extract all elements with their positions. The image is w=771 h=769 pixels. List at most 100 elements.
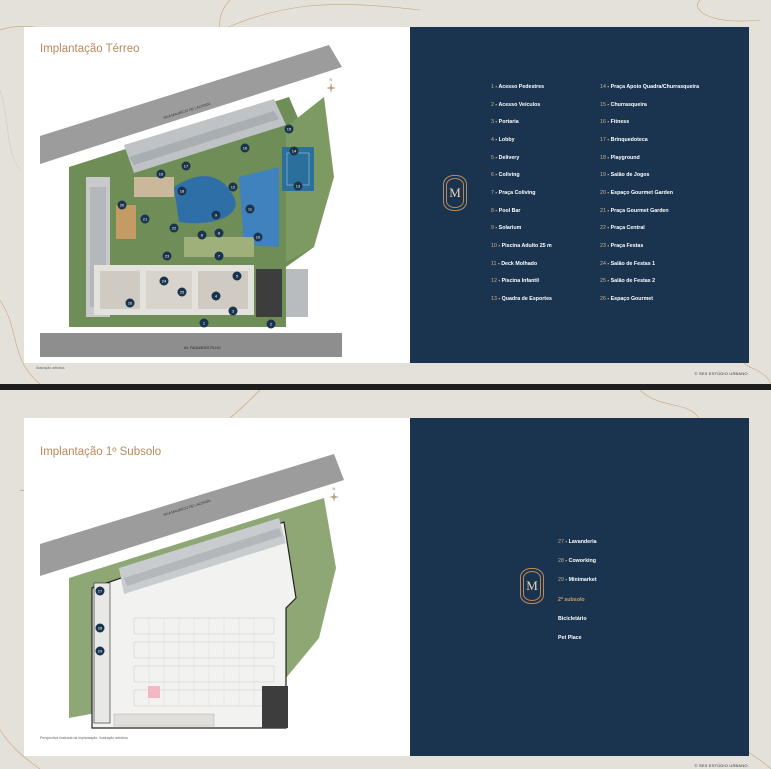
legend-panel: M 27 - Lavanderia 28 - Coworking 29 - Mi… [410, 418, 749, 756]
map-marker-16[interactable]: 16 [240, 143, 250, 153]
map-marker-24[interactable]: 24 [159, 276, 169, 286]
svg-text:21: 21 [143, 217, 148, 222]
svg-text:8: 8 [218, 231, 221, 236]
svg-text:9: 9 [215, 213, 218, 218]
legend-item: 13 - Quadra de Esportes [491, 296, 552, 302]
map-marker-17[interactable]: 17 [181, 161, 191, 171]
map-marker-2[interactable]: 2 [266, 319, 276, 329]
site-plan-subsolo: RUA MAURÍCIO DE LACERDA [40, 454, 344, 729]
map-marker-15[interactable]: 15 [284, 124, 294, 134]
legend-item: 3 - Portaria [491, 119, 519, 125]
svg-text:6: 6 [201, 233, 204, 238]
street-label-bottom: AV. FAGUNDES FILHO [184, 346, 221, 350]
legend-item: 8 - Pool Bar [491, 208, 521, 214]
svg-text:13: 13 [296, 184, 301, 189]
legend-section-heading: 2º subsolo [558, 597, 585, 603]
legend-item: 27 - Lavanderia [558, 539, 597, 545]
legend-item: 24 - Salão de Festas 1 [600, 261, 656, 267]
svg-text:22: 22 [172, 226, 177, 231]
compass-icon: N [324, 77, 338, 96]
legend-item: 11 - Deck Molhado [491, 261, 538, 267]
svg-text:29: 29 [98, 649, 103, 654]
map-marker-25[interactable]: 25 [177, 287, 187, 297]
legend-item: 22 - Praça Central [600, 225, 645, 231]
legend-item: 20 - Espaço Gourmet Garden [600, 190, 674, 196]
legend-item: 9 - Solarium [491, 225, 522, 231]
legend-item: 5 - Delivery [491, 155, 520, 161]
legend-item: 29 - Minimarket [558, 577, 597, 583]
map-marker-28[interactable]: 28 [95, 623, 105, 633]
page-title: Implantação 1º Subsolo [40, 446, 162, 458]
svg-text:19: 19 [159, 172, 164, 177]
map-marker-12[interactable]: 12 [228, 182, 238, 192]
legend-item: 17 - Brinquedoteca [600, 137, 648, 143]
legend-item: 18 - Playground [600, 155, 640, 161]
map-marker-5[interactable]: 5 [232, 271, 242, 281]
svg-text:18: 18 [180, 189, 185, 194]
map-marker-19[interactable]: 19 [156, 169, 166, 179]
logo-emblem-icon: M [520, 568, 544, 604]
map-marker-29[interactable]: 29 [95, 646, 105, 656]
legend-item: 21 - Praça Gourmet Garden [600, 208, 669, 214]
legend-item: 7 - Praça Coliving [491, 190, 536, 196]
svg-text:20: 20 [120, 203, 125, 208]
svg-text:10: 10 [256, 235, 261, 240]
map-marker-22[interactable]: 22 [169, 223, 179, 233]
map-marker-23[interactable]: 23 [162, 251, 172, 261]
page-title: Implantação Térreo [40, 43, 140, 55]
map-marker-1[interactable]: 1 [199, 318, 209, 328]
site-plan-terreo: RUA MAURÍCIO DE LACERDA AV. FAGUNDES FIL… [40, 45, 342, 357]
footnote: Ilustração artística [36, 366, 65, 370]
legend-item: 1 - Acesso Pedestres [491, 84, 545, 90]
map-marker-9[interactable]: 9 [211, 210, 221, 220]
svg-text:28: 28 [98, 626, 103, 631]
map-marker-21[interactable]: 21 [140, 214, 150, 224]
sheet-terreo: Implantação Térreo RUA MAURÍCIO DE LACER… [0, 0, 771, 384]
legend-item: 14 - Praça Apoio Quadra/Churrasqueira [600, 84, 700, 90]
map-marker-27[interactable]: 27 [95, 586, 105, 596]
copyright: © SEX ESTÚDIO URBANO. [694, 371, 749, 376]
map-marker-4[interactable]: 4 [211, 291, 221, 301]
compass-icon: N [327, 486, 341, 505]
svg-text:1: 1 [203, 321, 206, 326]
legend-item: 23 - Praça Festas [600, 243, 644, 249]
site-plan-panel: Implantação Térreo RUA MAURÍCIO DE LACER… [24, 27, 410, 370]
svg-text:16: 16 [243, 146, 248, 151]
legend-item: 12 - Piscina Infantil [491, 278, 540, 284]
map-marker-6[interactable]: 6 [197, 230, 207, 240]
svg-text:N: N [333, 486, 336, 491]
map-marker-3[interactable]: 3 [228, 306, 238, 316]
map-marker-14[interactable]: 14 [289, 146, 299, 156]
svg-text:12: 12 [231, 185, 236, 190]
page-divider [0, 384, 771, 390]
svg-text:11: 11 [248, 207, 253, 212]
map-marker-11[interactable]: 11 [245, 204, 255, 214]
svg-text:23: 23 [165, 254, 170, 259]
legend-item: 15 - Churrasqueira [600, 102, 647, 108]
legend-item: 6 - Coliving [491, 172, 520, 178]
map-marker-13[interactable]: 13 [293, 181, 303, 191]
svg-text:4: 4 [215, 294, 218, 299]
copyright: © SEX ESTÚDIO URBANO. [694, 763, 749, 768]
map-marker-8[interactable]: 8 [214, 228, 224, 238]
svg-text:7: 7 [218, 254, 221, 259]
svg-text:N: N [330, 77, 333, 82]
svg-text:3: 3 [232, 309, 235, 314]
map-marker-10[interactable]: 10 [253, 232, 263, 242]
svg-text:25: 25 [180, 290, 185, 295]
svg-text:24: 24 [162, 279, 167, 284]
sheet-subsolo: Implantação 1º Subsolo RUA MAURÍCIO DE L… [0, 390, 771, 769]
map-marker-26[interactable]: 26 [125, 298, 135, 308]
legend-item: 19 - Salão de Jogos [600, 172, 650, 178]
legend-item: 10 - Piscina Adulto 25 m [491, 243, 552, 249]
map-marker-18[interactable]: 18 [177, 186, 187, 196]
map-marker-7[interactable]: 7 [214, 251, 224, 261]
legend-item: 25 - Salão de Festas 2 [600, 278, 656, 284]
svg-text:15: 15 [287, 127, 292, 132]
legend-panel: M 1 - Acesso Pedestres 2 - Acesso Veícul… [410, 27, 749, 363]
basement-plan-panel: Implantação 1º Subsolo RUA MAURÍCIO DE L… [24, 418, 410, 756]
svg-text:14: 14 [292, 149, 297, 154]
svg-text:27: 27 [98, 589, 103, 594]
map-marker-20[interactable]: 20 [117, 200, 127, 210]
legend-item: 26 - Espaço Gourmet [600, 296, 654, 302]
